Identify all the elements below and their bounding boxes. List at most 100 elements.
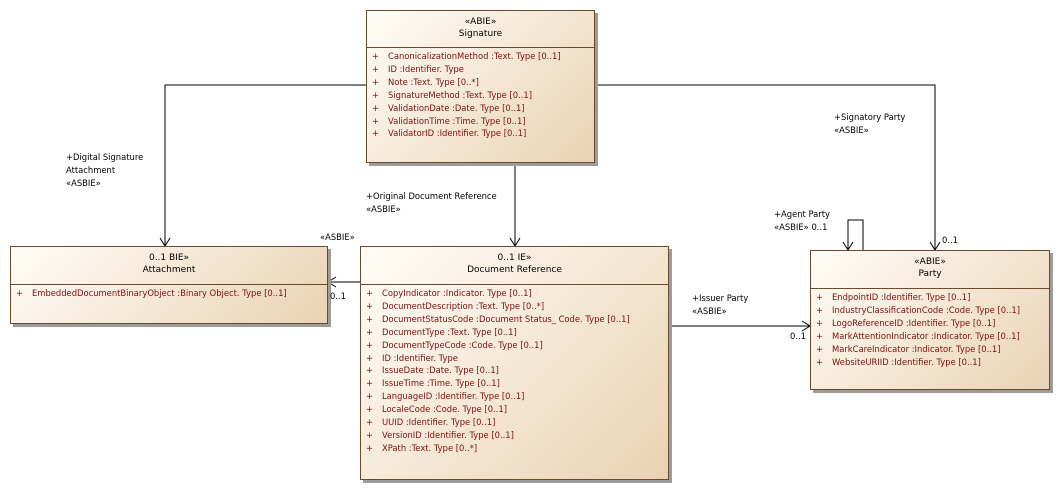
attribute-visibility: + [366, 326, 374, 337]
attribute-text: LocaleCode :Code. Type [0..1] [382, 404, 507, 415]
label-attachment-link-multiplicity: 0..1 [330, 291, 346, 301]
attribute-row[interactable]: + LocaleCode :Code. Type [0..1] [361, 403, 668, 416]
attribute-text: ID :Identifier. Type [382, 352, 458, 363]
attribute-row[interactable]: + VersionID :Identifier. Type [0..1] [361, 429, 668, 442]
attribute-row[interactable]: +ID :Identifier. Type [367, 63, 594, 76]
label-issuer-party-stereotype: «ASBIE» [692, 306, 727, 316]
attribute-row[interactable]: + ValidatorID :Identifier. Type [0..1] [367, 127, 594, 140]
label-agent-party-role: +Agent Party [774, 209, 830, 219]
attribute-row[interactable]: + DocumentType :Text. Type [0..1] [361, 326, 668, 339]
attribute-text: LogoReferenceID :Identifier. Type [0..1] [832, 317, 996, 328]
attribute-list: +EmbeddedDocumentBinaryObject :Binary Ob… [11, 285, 327, 300]
attribute-row[interactable]: + UUID :Identifier. Type [0..1] [361, 416, 668, 429]
attribute-row[interactable]: +EmbeddedDocumentBinaryObject :Binary Ob… [11, 287, 327, 300]
attribute-text: EndpointID :Identifier. Type [0..1] [832, 292, 971, 302]
attribute-text: ValidatorID :Identifier. Type [0..1] [388, 128, 527, 139]
attribute-row[interactable]: +WebsiteURIID :Identifier. Type [0..1] [811, 356, 1049, 369]
attribute-visibility: + [372, 51, 380, 61]
attribute-row[interactable]: + Note :Text. Type [0..*] [367, 76, 594, 89]
attribute-text: DocumentStatusCode :Document Status_ Cod… [382, 313, 630, 324]
class-stereotype: 0..1 IE» [497, 253, 532, 263]
arrowhead-digital-signature [159, 237, 171, 247]
label-attachment-link-stereotype: «ASBIE» [320, 232, 355, 242]
attribute-visibility: + [366, 429, 374, 440]
attribute-row[interactable]: +ValidationDate :Date. Type [0..1] [367, 102, 594, 115]
attribute-visibility: + [372, 128, 380, 139]
attribute-row[interactable]: +LanguageID :Identifier. Type [0..1] [361, 390, 668, 403]
class-name: Attachment [142, 265, 196, 275]
attribute-visibility: + [366, 352, 374, 363]
attribute-row[interactable]: +MarkAttentionIndicator :Indicator. Type… [811, 330, 1049, 343]
class-party[interactable]: «ABIE» Party + EndpointID :Identifier. Ty… [810, 250, 1050, 390]
attribute-text: ValidationTime :Time. Type [0..1] [388, 115, 526, 126]
attribute-row[interactable]: +XPath :Text. Type [0..*] [361, 442, 668, 455]
attribute-row[interactable]: +CopyIndicator :Indicator. Type [0..1] [361, 287, 668, 300]
attribute-row[interactable]: + LogoReferenceID :Identifier. Type [0..1… [811, 317, 1049, 330]
class-name: Signature [458, 29, 503, 39]
attribute-text: DocumentTypeCode :Code. Type [0..1] [382, 339, 543, 350]
class-stereotype: 0..1 BIE» [148, 253, 190, 263]
attribute-text: IndustryClassificationCode :Code. Type [… [832, 304, 1020, 315]
attribute-text: Note :Text. Type [0..*] [388, 76, 479, 87]
attribute-row[interactable]: + DocumentDescription :Text. Type [0..*] [361, 300, 668, 313]
arrowhead-attachment-link [327, 276, 337, 288]
class-attachment[interactable]: 0..1 BIE» Attachment +EmbeddedDocumentBi… [10, 246, 328, 324]
class-signature[interactable]: «ABIE» Signature + CanonicalizationMethod… [366, 10, 595, 163]
attribute-visibility: + [366, 300, 374, 311]
attribute-row[interactable]: + IssueTime :Time. Type [0..1] [361, 377, 668, 390]
attribute-text: CanonicalizationMethod :Text. Type [0..1… [388, 51, 561, 61]
attribute-row[interactable]: + IndustryClassificationCode :Code. Type … [811, 304, 1049, 317]
attribute-visibility: + [366, 404, 374, 415]
attribute-text: DocumentDescription :Text. Type [0..*] [382, 300, 545, 311]
attribute-visibility: + [366, 378, 374, 389]
attribute-text: DocumentType :Text. Type [0..1] [382, 326, 517, 337]
connector-digital-signature [164, 84, 366, 246]
attribute-text: IssueDate :Date. Type [0..1] [382, 365, 499, 376]
attribute-row[interactable]: +MarkCareIndicator :Indicator. Type [0..… [811, 343, 1049, 356]
attribute-list: + EndpointID :Identifier. Type [0..1] + Ind… [811, 289, 1049, 368]
class-name: Party [918, 269, 942, 279]
connector-agent-party [847, 219, 864, 250]
arrowhead-original-document-reference [509, 237, 521, 247]
class-document-reference[interactable]: 0..1 IE» Document Reference +CopyIndicat… [360, 246, 669, 480]
attribute-row[interactable]: + ValidationTime :Time. Type [0..1] [367, 115, 594, 128]
label-agent-party-stereotype: «ASBIE» 0..1 [774, 222, 828, 232]
attribute-visibility: + [366, 365, 374, 376]
attribute-text: IssueTime :Time. Type [0..1] [382, 378, 500, 389]
attribute-visibility: + [372, 89, 380, 100]
label-original-document-role: +Original Document Reference [366, 191, 497, 201]
label-issuer-party-multiplicity: 0..1 [790, 331, 806, 341]
attribute-visibility: + [366, 442, 374, 453]
attribute-text: SignatureMethod :Text. Type [0..1] [388, 89, 532, 100]
attribute-visibility: + [372, 76, 380, 87]
attribute-row[interactable]: + SignatureMethod :Text. Type [0..1] [367, 89, 594, 102]
attribute-visibility: + [372, 102, 380, 113]
arrowhead-agent-party [842, 241, 854, 251]
attribute-visibility: + [816, 317, 824, 328]
attribute-visibility: + [372, 115, 380, 126]
class-header: «ABIE» Signature [367, 11, 594, 48]
attribute-text: MarkAttentionIndicator :Indicator. Type … [832, 330, 1020, 341]
class-name: Document Reference [467, 265, 562, 275]
attribute-row[interactable]: + ID :Identifier. Type [361, 352, 668, 365]
label-digital-signature-role-2: Attachment [66, 165, 116, 175]
attribute-row[interactable]: +DocumentStatusCode :Document Status_ Co… [361, 313, 668, 326]
attribute-visibility: + [366, 391, 374, 402]
attribute-row[interactable]: + IssueDate :Date. Type [0..1] [361, 364, 668, 377]
label-signatory-party-stereotype: «ASBIE» [834, 125, 869, 135]
class-header: 0..1 IE» Document Reference [361, 247, 668, 285]
attribute-text: UUID :Identifier. Type [0..1] [382, 417, 496, 428]
attribute-visibility: + [816, 343, 824, 354]
class-stereotype: «ABIE» [914, 257, 946, 267]
attribute-text: VersionID :Identifier. Type [0..1] [382, 429, 514, 440]
attribute-row[interactable]: +DocumentTypeCode :Code. Type [0..1] [361, 339, 668, 352]
attribute-visibility: + [816, 292, 824, 302]
attribute-visibility: + [366, 417, 374, 428]
attribute-visibility: + [816, 304, 824, 315]
label-issuer-party-role: +Issuer Party [692, 293, 749, 303]
connector-signatory-party [595, 84, 936, 250]
attribute-row[interactable]: + EndpointID :Identifier. Type [0..1] [811, 291, 1049, 304]
attribute-list: +CopyIndicator :Indicator. Type [0..1]+D… [361, 285, 668, 455]
attribute-row[interactable]: + CanonicalizationMethod :Text. Type [0..… [367, 50, 594, 63]
